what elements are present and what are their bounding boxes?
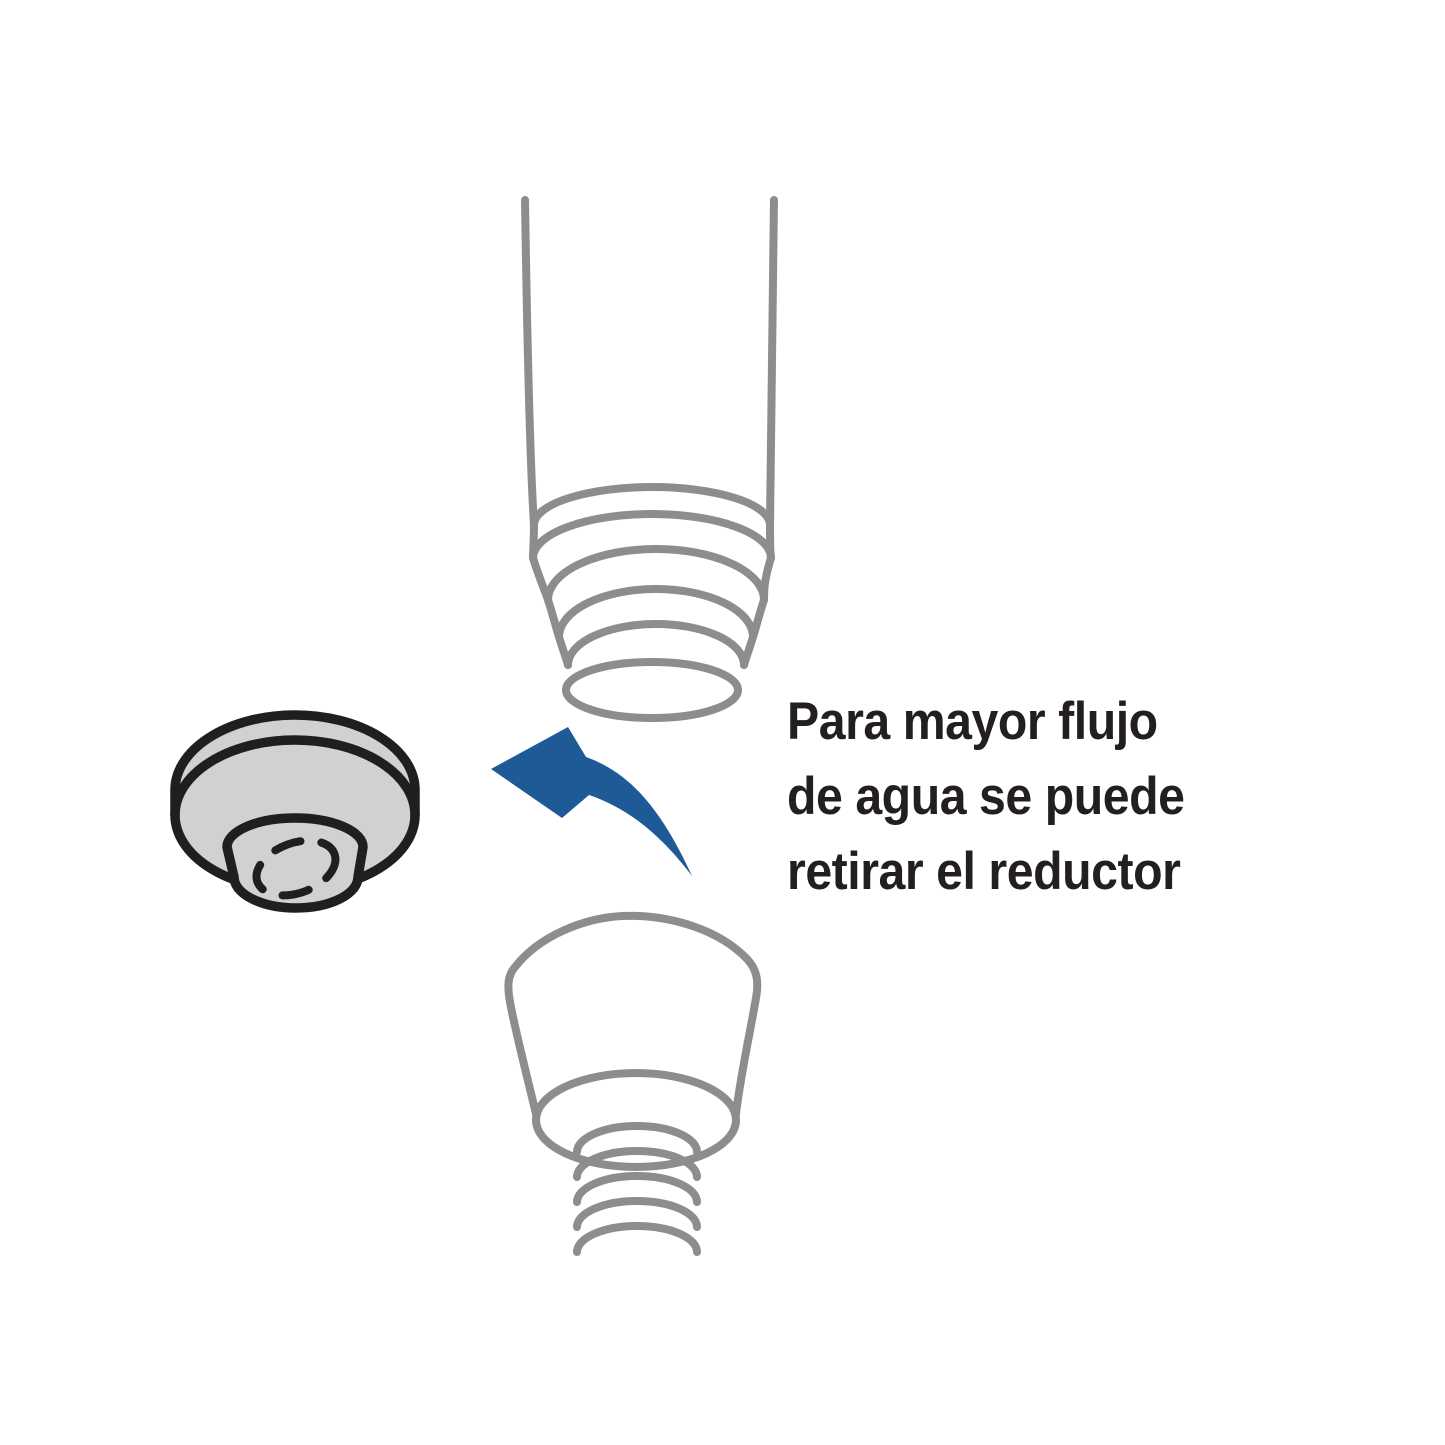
- hose-rib: [573, 1197, 701, 1231]
- handle-right-wall: [740, 196, 778, 669]
- hose-rib: [573, 1122, 701, 1156]
- handle-thread-ring: [529, 510, 775, 562]
- caption-line-1: Para mayor flujo: [787, 692, 1158, 751]
- handle-outlet-mouth: [562, 658, 742, 722]
- reducer-orifice-dashed-circle: [252, 836, 340, 900]
- hose-rib: [573, 1172, 701, 1206]
- handle-thread-ring: [555, 585, 757, 641]
- caption-line-3: retirar el reductor: [787, 842, 1181, 901]
- hose-rib: [573, 1147, 701, 1181]
- curved-arrow-left-icon: [491, 727, 692, 876]
- reducer-flange-rim: [170, 735, 420, 820]
- flow-reducer-drawing: [170, 710, 420, 913]
- handle-thread-ring: [564, 620, 748, 669]
- caption: Para mayor flujo de agua se puede retira…: [787, 684, 1185, 909]
- shower-handle-outlet-drawing: [521, 196, 778, 722]
- handle-thread-ring: [544, 545, 768, 604]
- hose-connector-drawing: [504, 911, 762, 1269]
- handle-thread-ring: [530, 483, 774, 529]
- hose-rib: [573, 1222, 701, 1256]
- caption-line-2: de agua se puede: [787, 767, 1185, 826]
- connector-mouth: [532, 1069, 740, 1171]
- connector-cone: [504, 911, 762, 1118]
